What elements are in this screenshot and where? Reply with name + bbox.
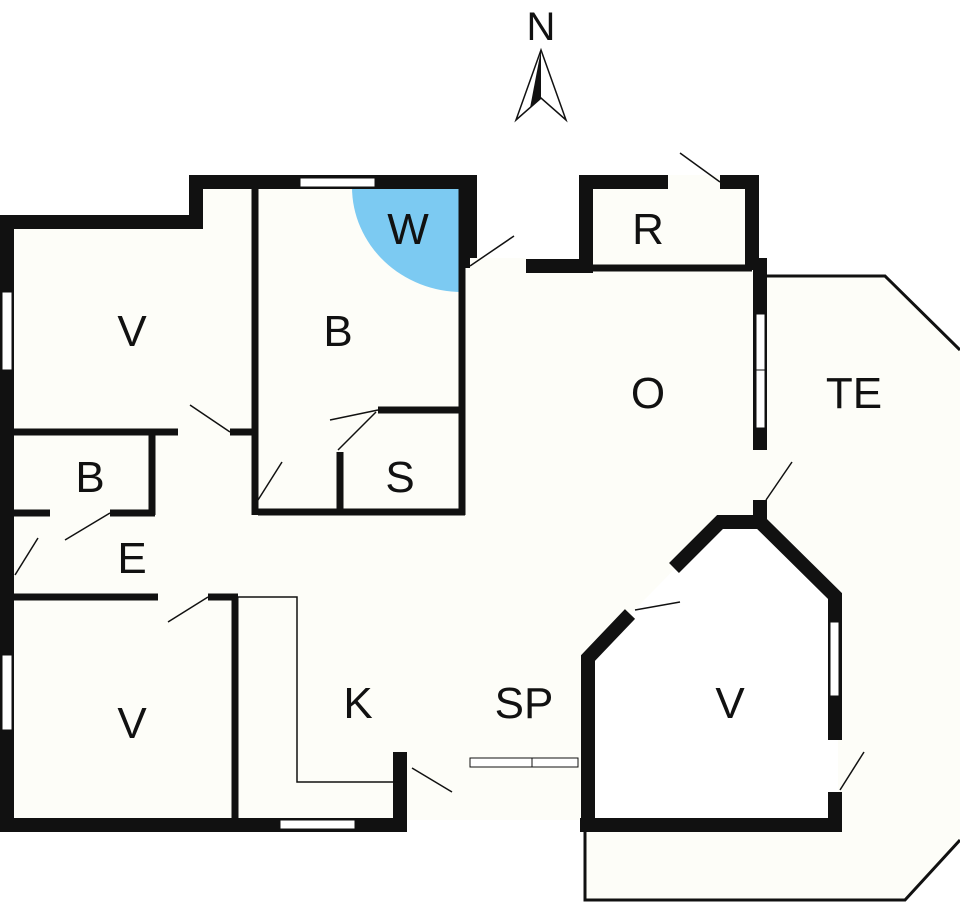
room-labels: V B W R O TE B S E V K SP V [75, 205, 882, 748]
window-west-upper [1, 291, 13, 371]
compass: N [514, 5, 568, 123]
window-o-east-a [755, 313, 766, 371]
room-label-b-bedroom: B [323, 307, 352, 356]
room-label-r: R [632, 205, 664, 254]
room-label-v-se: V [715, 679, 745, 728]
room-label-s-storage: S [385, 453, 414, 502]
room-label-v-nw: V [117, 307, 147, 356]
north-arrow-icon [514, 47, 568, 123]
room-label-b-bath: B [75, 453, 104, 502]
room-label-k-kitchen: K [343, 679, 372, 728]
room-label-sp-dining: SP [495, 679, 554, 728]
compass-label: N [527, 5, 556, 49]
interior-floor [8, 182, 762, 825]
doors [14, 152, 865, 793]
room-label-o-living: O [631, 369, 665, 418]
kitchen-counter [238, 596, 400, 783]
window-v-east [829, 621, 840, 697]
windows [1, 177, 840, 830]
terrace [583, 274, 960, 902]
wardrobe-highlight [352, 187, 462, 292]
room-label-e-entry: E [117, 534, 146, 583]
window-dining-south-a [469, 757, 533, 768]
interior-walls [12, 185, 752, 825]
room-label-w-wardrobe: W [387, 205, 429, 254]
window-south-v [279, 819, 356, 830]
window-dining-south-b [531, 757, 579, 768]
room-label-te-terrace: TE [826, 369, 882, 418]
window-o-east-b [755, 369, 766, 429]
window-bedroom-north [299, 177, 376, 188]
room-label-v-sw: V [117, 699, 147, 748]
window-west-lower [1, 654, 13, 731]
